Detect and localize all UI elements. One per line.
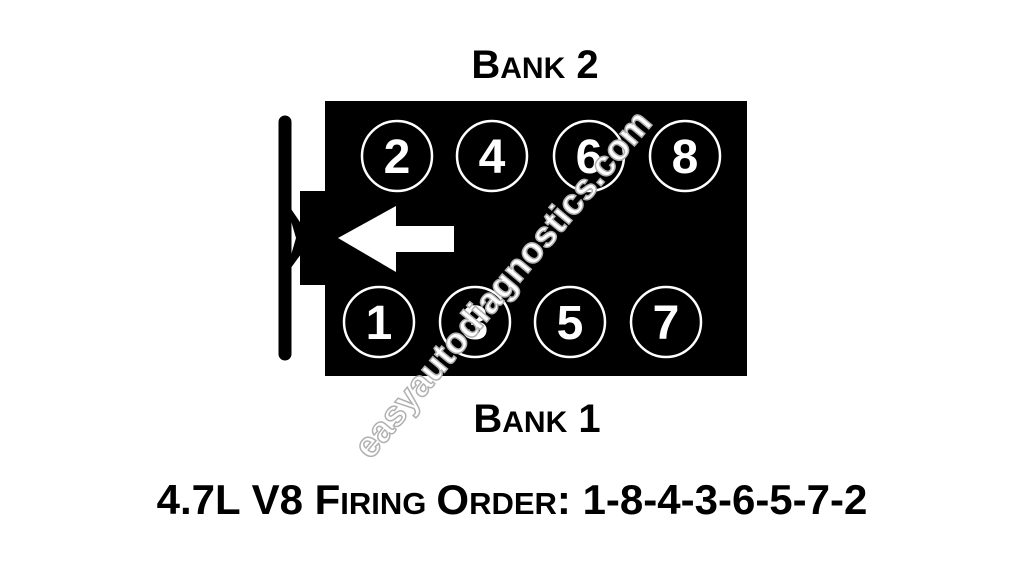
cylinder-8: 8 xyxy=(648,119,722,193)
svg-text:4: 4 xyxy=(479,131,506,184)
cylinder-5: 5 xyxy=(533,285,607,359)
svg-text:6: 6 xyxy=(576,131,603,184)
cylinder-3: 3 xyxy=(438,285,512,359)
svg-text:8: 8 xyxy=(672,131,699,184)
timing-cover xyxy=(300,191,328,285)
cylinder-7: 7 xyxy=(629,285,703,359)
svg-text:2: 2 xyxy=(384,131,411,184)
cylinder-6: 6 xyxy=(552,119,626,193)
svg-text:7: 7 xyxy=(653,297,680,350)
svg-text:1: 1 xyxy=(366,297,393,350)
cylinder-1: 1 xyxy=(342,285,416,359)
cylinder-4: 4 xyxy=(455,119,529,193)
fan-icon xyxy=(278,115,304,361)
svg-text:5: 5 xyxy=(557,297,584,350)
cylinder-2: 2 xyxy=(360,119,434,193)
bank-1-label: BANK 1 xyxy=(473,397,600,441)
svg-text:3: 3 xyxy=(462,297,489,350)
bank-2-label: BANK 2 xyxy=(471,43,598,87)
arrow-left-icon xyxy=(338,206,454,272)
